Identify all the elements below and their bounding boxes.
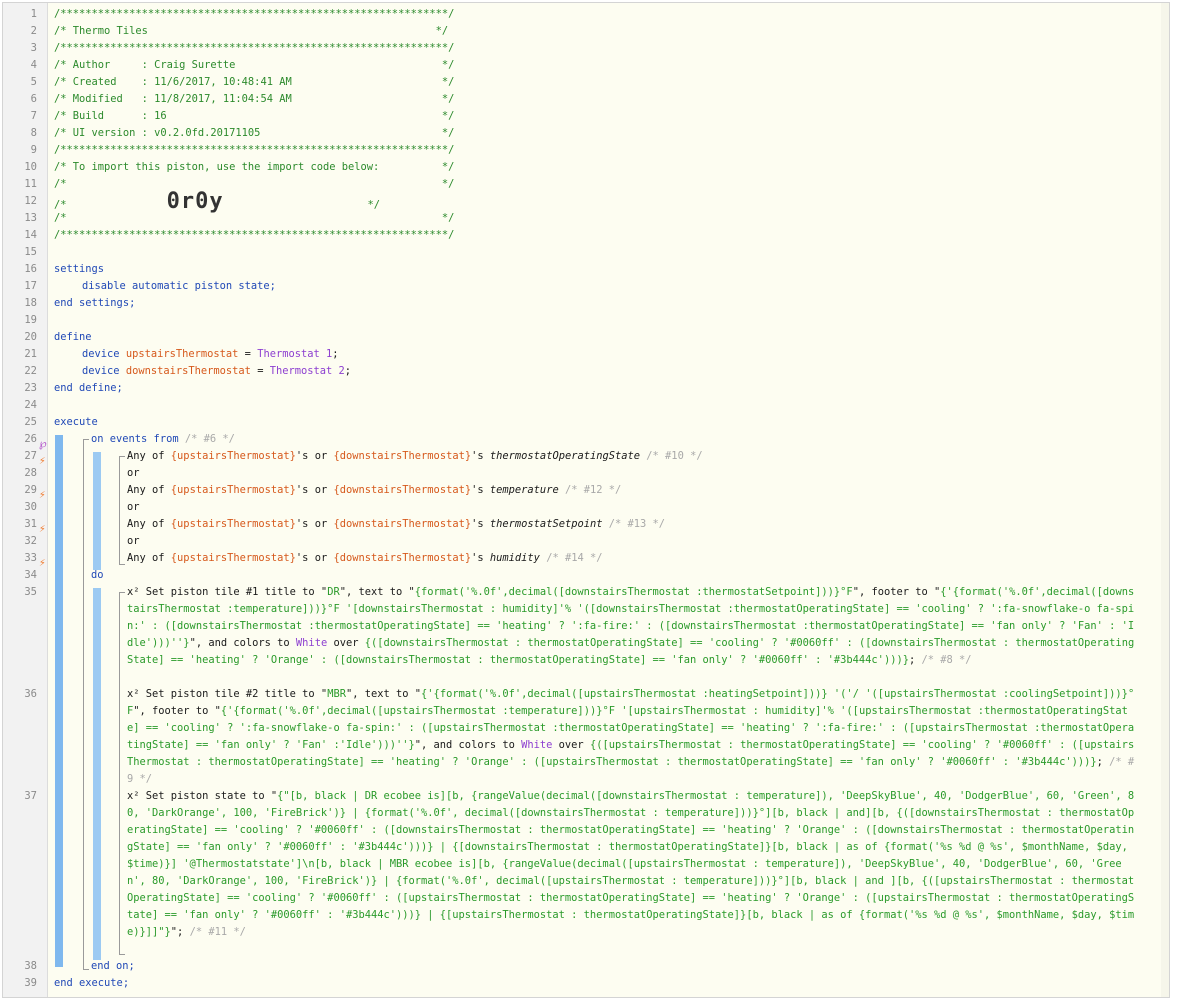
on-block-guide [83, 439, 84, 969]
device-declaration-2[interactable]: device downstairsThermostat = Thermostat… [82, 365, 352, 377]
event-icon: ℘ [39, 437, 47, 450]
or-operator[interactable]: or [127, 535, 140, 547]
header-line-9: /***************************************… [54, 144, 455, 156]
trigger-icon: ⚡ [39, 454, 46, 467]
line-number: 17 [24, 280, 37, 292]
line-number: 20 [24, 331, 37, 343]
line-number: 8 [30, 127, 37, 139]
line-number: 29 [24, 484, 37, 496]
on-events-statement[interactable]: on events from /* #6 */ [91, 433, 235, 445]
line-number: 33 [24, 552, 37, 564]
trigger-icon: ⚡ [39, 488, 46, 501]
conditions-guide [119, 456, 120, 564]
line-number: 10 [24, 161, 37, 173]
end-settings-keyword: end settings; [54, 297, 136, 309]
event-condition-2[interactable]: Any of {upstairsThermostat}'s or {downst… [127, 484, 622, 496]
header-line-12: /* 0r0y */ [54, 189, 380, 214]
line-number: 13 [24, 212, 37, 224]
execute-keyword[interactable]: execute [54, 416, 98, 428]
line-number: 32 [24, 535, 37, 547]
end-define-keyword: end define; [54, 382, 123, 394]
define-keyword[interactable]: define [54, 331, 92, 343]
header-line-13: /* */ [54, 212, 455, 224]
event-condition-3[interactable]: Any of {upstairsThermostat}'s or {downst… [127, 518, 666, 530]
do-bracket-end [119, 948, 125, 955]
header-line-14: /***************************************… [54, 229, 455, 241]
conditions-bracket-end [119, 558, 125, 565]
set-piston-state-statement[interactable]: x² Set piston state to "{"[b, black | DR… [127, 790, 1135, 938]
conditions-block-bar [93, 452, 101, 570]
line-number: 38 [24, 960, 37, 972]
line-number: 7 [30, 110, 37, 122]
line-number: 6 [30, 93, 37, 105]
vertical-scrollbar[interactable] [1161, 3, 1169, 997]
trigger-icon: ⚡ [39, 522, 46, 535]
header-line-1: /***************************************… [54, 8, 455, 20]
line-number: 31 [24, 518, 37, 530]
or-operator[interactable]: or [127, 467, 140, 479]
line-number: 26 [24, 433, 37, 445]
line-number: 12 [24, 195, 37, 207]
settings-keyword[interactable]: settings [54, 263, 105, 275]
header-line-11: /* */ [54, 178, 455, 190]
on-block-bracket-end [83, 963, 89, 970]
header-line-8: /* UI version : v0.2.0fd.20171105 */ [54, 127, 455, 139]
line-number: 1 [30, 8, 37, 20]
line-number: 24 [24, 399, 37, 411]
device-declaration-1[interactable]: device upstairsThermostat = Thermostat 1… [82, 348, 339, 360]
line-number: 11 [24, 178, 37, 190]
end-execute-keyword: end execute; [54, 977, 130, 989]
header-line-4: /* Author : Craig Surette */ [54, 59, 455, 71]
line-number: 30 [24, 501, 37, 513]
header-line-7: /* Build : 16 */ [54, 110, 455, 122]
line-number: 21 [24, 348, 37, 360]
on-block-bracket [83, 439, 89, 446]
end-on-keyword: end on; [91, 960, 135, 972]
conditions-bracket [119, 456, 125, 463]
line-number: 28 [24, 467, 37, 479]
line-number: 35 [24, 586, 37, 598]
line-number: 27 [24, 450, 37, 462]
line-number: 39 [24, 977, 37, 989]
set-tile-2-statement[interactable]: x² Set piston tile #2 title to "MBR", te… [127, 688, 1135, 785]
line-number: 4 [30, 59, 37, 71]
header-line-2: /* Thermo Tiles */ [54, 25, 449, 37]
disable-piston-state[interactable]: disable automatic piston state; [82, 280, 276, 292]
line-number: 37 [24, 790, 37, 802]
line-number: 25 [24, 416, 37, 428]
line-number: 16 [24, 263, 37, 275]
line-number: 36 [24, 688, 37, 700]
header-line-3: /***************************************… [54, 42, 455, 54]
line-number: 18 [24, 297, 37, 309]
do-guide [119, 592, 120, 954]
execute-block-bar [55, 435, 63, 967]
line-number: 2 [30, 25, 37, 37]
line-number: 9 [30, 144, 37, 156]
line-number: 23 [24, 382, 37, 394]
line-number: 5 [30, 76, 37, 88]
do-bracket [119, 592, 125, 599]
header-line-10: /* To import this piston, use the import… [54, 161, 455, 173]
line-number: 15 [24, 246, 37, 258]
set-tile-1-statement[interactable]: x² Set piston tile #1 title to "DR", tex… [127, 586, 1135, 666]
line-number: 34 [24, 569, 37, 581]
line-number: 3 [30, 42, 37, 54]
event-condition-1[interactable]: Any of {upstairsThermostat}'s or {downst… [127, 450, 703, 462]
line-number: 22 [24, 365, 37, 377]
line-number: 19 [24, 314, 37, 326]
or-operator[interactable]: or [127, 501, 140, 513]
header-line-5: /* Created : 11/6/2017, 10:48:41 AM */ [54, 76, 455, 88]
import-code[interactable]: 0r0y [166, 189, 224, 214]
event-condition-4[interactable]: Any of {upstairsThermostat}'s or {downst… [127, 552, 603, 564]
trigger-icon: ⚡ [39, 556, 46, 569]
do-block-bar [93, 588, 101, 960]
line-number: 14 [24, 229, 37, 241]
header-line-6: /* Modified : 11/8/2017, 11:04:54 AM */ [54, 93, 455, 105]
do-keyword[interactable]: do [91, 569, 104, 581]
